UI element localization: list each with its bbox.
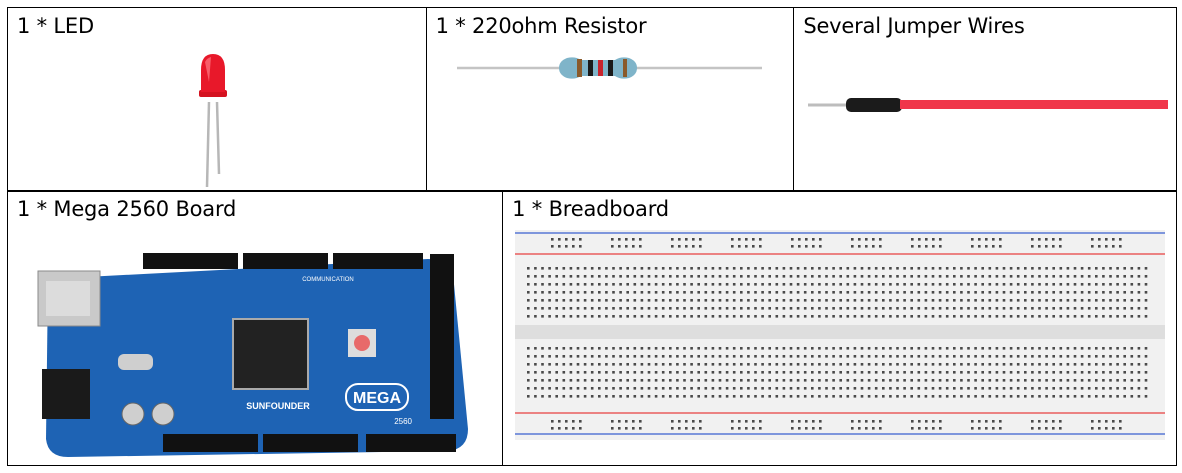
brand-text: SUNFOUNDER — [246, 401, 310, 411]
components-row-2: 1 * Mega 2560 Board — [7, 190, 1177, 466]
led-image — [199, 54, 227, 188]
cell-jumper-wires: Several Jumper Wires — [793, 7, 1177, 192]
mega-board-label: 1 * Mega 2560 Board — [17, 197, 237, 221]
resistor-image — [456, 57, 762, 79]
mega-board-image: MEGA 2560 SUNFOUNDER COMMUNICATION — [37, 253, 468, 457]
cell-breadboard: 1 * Breadboard — [502, 190, 1177, 466]
jumper-wire-image — [808, 98, 1169, 112]
mega-model-text: 2560 — [394, 417, 412, 426]
jumper-wires-label: Several Jumper Wires — [803, 14, 1025, 38]
components-table: 1 * LED 1 * 220ohm Resistor — [7, 7, 1177, 466]
breadboard-image — [515, 230, 1166, 440]
breadboard-label: 1 * Breadboard — [512, 197, 669, 221]
components-row-1: 1 * LED 1 * 220ohm Resistor — [7, 7, 1177, 192]
resistor-label: 1 * 220ohm Resistor — [435, 14, 647, 38]
cell-led: 1 * LED — [7, 7, 427, 192]
cell-resistor: 1 * 220ohm Resistor — [425, 7, 795, 192]
mega-logo-text: MEGA — [353, 390, 401, 407]
cell-mega-board: 1 * Mega 2560 Board — [7, 190, 504, 466]
communication-text: COMMUNICATION — [302, 277, 354, 283]
led-label: 1 * LED — [17, 14, 94, 38]
